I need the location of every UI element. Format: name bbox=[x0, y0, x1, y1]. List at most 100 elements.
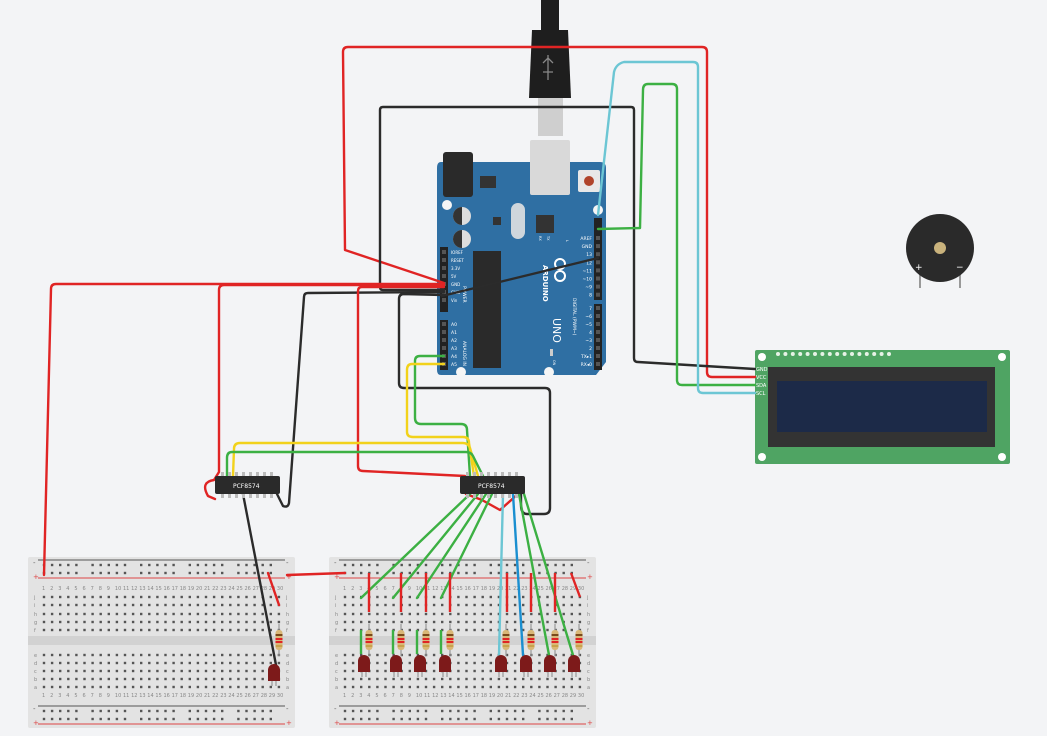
rail-hole[interactable] bbox=[156, 571, 159, 575]
chip-pin[interactable] bbox=[480, 472, 483, 476]
breadboard-hole[interactable] bbox=[67, 685, 70, 689]
breadboard-hole[interactable] bbox=[408, 628, 411, 632]
breadboard-hole[interactable] bbox=[204, 628, 208, 632]
breadboard-hole[interactable] bbox=[83, 603, 86, 607]
breadboard-hole[interactable] bbox=[83, 685, 86, 689]
breadboard-hole[interactable] bbox=[360, 685, 363, 689]
breadboard-hole[interactable] bbox=[91, 595, 94, 599]
breadboard-hole[interactable] bbox=[156, 669, 159, 673]
breadboard-hole[interactable] bbox=[107, 603, 110, 607]
breadboard-hole[interactable] bbox=[148, 620, 151, 624]
breadboard-hole[interactable] bbox=[204, 653, 208, 657]
breadboard-hole[interactable] bbox=[50, 661, 54, 665]
rail-hole[interactable] bbox=[343, 563, 347, 567]
rail-hole[interactable] bbox=[416, 717, 420, 721]
breadboard-hole[interactable] bbox=[351, 661, 355, 665]
rail-hole[interactable] bbox=[562, 717, 565, 721]
breadboard-hole[interactable] bbox=[554, 612, 557, 616]
resistor[interactable] bbox=[397, 624, 405, 656]
breadboard-hole[interactable] bbox=[75, 628, 78, 632]
breadboard-hole[interactable] bbox=[164, 595, 167, 599]
breadboard-hole[interactable] bbox=[221, 628, 224, 632]
breadboard-hole[interactable] bbox=[75, 653, 78, 657]
chip-pin[interactable] bbox=[501, 494, 504, 498]
breadboard-hole[interactable] bbox=[204, 595, 208, 599]
breadboard-hole[interactable] bbox=[530, 685, 533, 689]
pin-socket[interactable] bbox=[596, 362, 600, 366]
breadboard-hole[interactable] bbox=[441, 620, 444, 624]
rail-hole[interactable] bbox=[204, 717, 208, 721]
breadboard-hole[interactable] bbox=[83, 661, 86, 665]
breadboard-hole[interactable] bbox=[384, 661, 387, 665]
breadboard-hole[interactable] bbox=[245, 603, 248, 607]
rail-hole[interactable] bbox=[172, 563, 175, 567]
breadboard-hole[interactable] bbox=[188, 661, 191, 665]
rail-hole[interactable] bbox=[505, 709, 509, 713]
breadboard-hole[interactable] bbox=[50, 677, 54, 681]
breadboard-hole[interactable] bbox=[253, 628, 256, 632]
arduino-uno[interactable]: IOREFRESET3.3V5VGNDGNDVinA0A1A2A3A4A5ARE… bbox=[437, 140, 606, 377]
breadboard-hole[interactable] bbox=[269, 620, 272, 624]
breadboard-hole[interactable] bbox=[497, 677, 501, 681]
wire-yellow-a5[interactable] bbox=[405, 362, 476, 478]
breadboard-hole[interactable] bbox=[229, 653, 232, 657]
breadboard-hole[interactable] bbox=[59, 595, 62, 599]
rail-hole[interactable] bbox=[237, 563, 240, 567]
breadboard-hole[interactable] bbox=[50, 685, 54, 689]
chip-pin[interactable] bbox=[263, 494, 266, 498]
breadboard-hole[interactable] bbox=[245, 653, 248, 657]
breadboard-hole[interactable] bbox=[148, 653, 151, 657]
breadboard-hole[interactable] bbox=[522, 620, 525, 624]
breadboard-hole[interactable] bbox=[188, 653, 191, 657]
rail-hole[interactable] bbox=[522, 571, 525, 575]
breadboard-hole[interactable] bbox=[229, 620, 232, 624]
breadboard-hole[interactable] bbox=[204, 677, 208, 681]
breadboard-hole[interactable] bbox=[172, 661, 175, 665]
breadboard-hole[interactable] bbox=[481, 669, 484, 673]
breadboard-hole[interactable] bbox=[253, 653, 256, 657]
rail-hole[interactable] bbox=[261, 709, 264, 713]
breadboard-hole[interactable] bbox=[376, 669, 379, 673]
rail-hole[interactable] bbox=[67, 571, 70, 575]
breadboard-hole[interactable] bbox=[392, 612, 395, 616]
rail-hole[interactable] bbox=[441, 571, 444, 575]
wire-cyan-p4[interactable] bbox=[497, 492, 505, 657]
breadboard-hole[interactable] bbox=[245, 628, 248, 632]
breadboard-hole[interactable] bbox=[489, 677, 492, 681]
breadboard-hole[interactable] bbox=[75, 661, 78, 665]
breadboard-hole[interactable] bbox=[408, 595, 411, 599]
breadboard-hole[interactable] bbox=[172, 669, 175, 673]
breadboard-hole[interactable] bbox=[351, 653, 355, 657]
breadboard-hole[interactable] bbox=[578, 677, 582, 681]
breadboard-hole[interactable] bbox=[253, 620, 256, 624]
breadboard-hole[interactable] bbox=[107, 595, 110, 599]
breadboard-hole[interactable] bbox=[50, 603, 54, 607]
breadboard-hole[interactable] bbox=[570, 620, 573, 624]
chip-pin[interactable] bbox=[487, 494, 490, 498]
pin-socket[interactable] bbox=[442, 322, 446, 326]
wire-blue-p5[interactable] bbox=[511, 492, 525, 657]
breadboard-hole[interactable] bbox=[212, 595, 216, 599]
rail-hole[interactable] bbox=[67, 717, 70, 721]
breadboard-hole[interactable] bbox=[42, 685, 46, 689]
wire-green-sda-lcd[interactable] bbox=[596, 82, 757, 387]
breadboard-hole[interactable] bbox=[59, 603, 62, 607]
breadboard-hole[interactable] bbox=[140, 628, 143, 632]
resistor[interactable] bbox=[365, 624, 373, 656]
breadboard-hole[interactable] bbox=[115, 661, 119, 665]
breadboard-hole[interactable] bbox=[554, 685, 557, 689]
breadboard-hole[interactable] bbox=[481, 595, 484, 599]
breadboard-hole[interactable] bbox=[164, 620, 167, 624]
breadboard-hole[interactable] bbox=[376, 628, 379, 632]
breadboard-hole[interactable] bbox=[148, 603, 151, 607]
breadboard-hole[interactable] bbox=[156, 685, 159, 689]
rail-hole[interactable] bbox=[50, 709, 54, 713]
breadboard-hole[interactable] bbox=[261, 612, 264, 616]
breadboard-hole[interactable] bbox=[237, 603, 240, 607]
breadboard-hole[interactable] bbox=[457, 595, 460, 599]
led-red[interactable] bbox=[358, 655, 370, 677]
breadboard-hole[interactable] bbox=[513, 603, 517, 607]
breadboard-hole[interactable] bbox=[513, 620, 517, 624]
breadboard-hole[interactable] bbox=[538, 661, 541, 665]
breadboard-hole[interactable] bbox=[384, 603, 387, 607]
